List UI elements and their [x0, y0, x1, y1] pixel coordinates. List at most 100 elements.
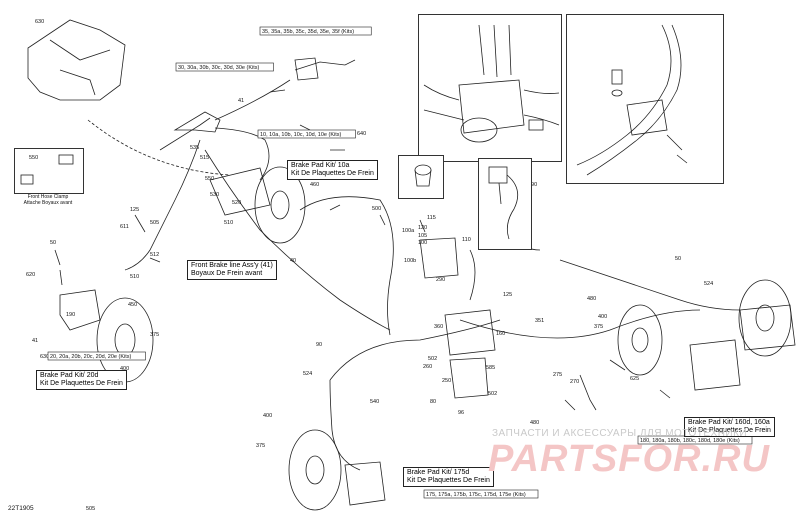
hose-fittings-inset — [566, 14, 724, 184]
callout-kit-frame — [175, 62, 274, 72]
left-brake-lever — [159, 117, 211, 151]
callout-number: 50 — [675, 256, 681, 262]
callout-number: 105 — [418, 233, 427, 239]
callout-number: 585 — [486, 365, 495, 371]
callout-kit-label: 175, 175a, 175b, 175c, 175d, 175e (Kits) — [423, 489, 539, 499]
callout-number: 100 — [418, 240, 427, 246]
callout-number: 160 — [496, 331, 505, 337]
callout-kit-text: 30, 30a, 30b, 30c, 30d, 30e (Kits) — [178, 65, 260, 71]
callout-number: 510 — [130, 274, 139, 280]
abs-inset-illustration — [423, 24, 560, 143]
rear-right-disc — [617, 304, 663, 376]
callout-number: 100b — [404, 258, 416, 264]
callout-number: 524 — [704, 281, 713, 287]
wheel-sensor-inset — [478, 158, 532, 250]
callout-number: 550 — [205, 176, 214, 182]
kit-label-160d: Brake Pad Kit/ 160d, 160a Kit De Plaquet… — [684, 417, 775, 437]
callout-number: 480 — [530, 420, 539, 426]
callout-number: 500 — [372, 206, 381, 212]
kit-label-20d: Brake Pad Kit/ 20d Kit De Plaquettes De … — [36, 370, 127, 390]
callout-number: 120 — [418, 225, 427, 231]
callout-number: 611 — [120, 224, 129, 230]
callout-number: 125 — [503, 292, 512, 298]
callout-number: 505 — [150, 220, 159, 226]
callout-number: 510 — [224, 220, 233, 226]
kit-label-175d: Brake Pad Kit/ 175d Kit De Plaquettes De… — [403, 467, 494, 487]
hose-clamp-illustration — [20, 154, 74, 185]
right-brake-lever — [294, 59, 356, 71]
callout-kit-label: 20, 20a, 20b, 20c, 20d, 20e (Kits) — [47, 351, 146, 361]
callout-kit-label: 35, 35a, 35b, 35c, 35d, 35e, 35f (Kits) — [259, 26, 372, 36]
kit-label-160d-line1: Brake Pad Kit/ 160d, 160a — [688, 419, 770, 426]
callout-number: 512 — [150, 252, 159, 258]
rear-brake-hose — [459, 309, 701, 339]
watermark-tagline: ЗАПЧАСТИ И АКСЕССУАРЫ ДЛЯ МОТОТЕХНИКИ — [492, 428, 748, 439]
master-cylinder-bracket — [27, 19, 126, 101]
callout-number: 41 — [238, 98, 244, 104]
watermark-logo: PARTSFOR.RU — [488, 438, 770, 480]
callout-kit-label: 30, 30a, 30b, 30c, 30d, 30e (Kits) — [175, 62, 274, 72]
abs-module — [419, 237, 459, 279]
callout-number: 275 — [553, 372, 562, 378]
kit-label-front-brake-line-line2: Boyaux De Frein avant — [191, 270, 263, 277]
callout-number: 100a — [402, 228, 415, 234]
callout-kit-frame — [423, 489, 539, 499]
callout-number: 524 — [303, 371, 312, 377]
callout-kit-text: 35, 35a, 35b, 35c, 35d, 35e, 35f (Kits) — [262, 29, 354, 35]
callout-number: 260 — [423, 364, 432, 370]
callout-number: 400 — [120, 366, 129, 372]
kit-label-175d-line2: Kit De Plaquettes De Frein — [407, 477, 490, 484]
kit-label-front-10a-line1: Brake Pad Kit/ 10a — [291, 162, 350, 169]
kit-label-20d-line1: Brake Pad Kit/ 20d — [40, 372, 99, 379]
callout-number: 351 — [535, 318, 544, 324]
hose-clamp-note-en: Front Hose Clamp — [27, 194, 69, 200]
front-brake-hose — [214, 79, 291, 121]
callout-number: 290 — [436, 277, 445, 283]
callout-number: 515 — [200, 155, 209, 161]
callout-number: 40 — [290, 258, 296, 264]
kit-label-160d-line2: Kit De Plaquettes De Frein — [688, 427, 771, 434]
callout-number: 80 — [430, 399, 436, 405]
callout-number: 630 — [40, 354, 49, 360]
rear-left-caliper — [344, 461, 386, 506]
front-hose-clamp-inset: 550 — [14, 148, 84, 194]
callout-number: 540 — [370, 399, 379, 405]
callout-number: 450 — [128, 302, 137, 308]
wheel-sensor-illustration — [488, 166, 519, 240]
callout-number: 50 — [50, 240, 56, 246]
callout-number: 90 — [316, 342, 322, 348]
callout-number: 505 — [86, 506, 95, 512]
callout-number: 460 — [310, 182, 319, 188]
callout-number: 502 — [428, 356, 437, 362]
hose-clamp-note-fr: Attache Boyaux avant — [23, 200, 73, 206]
callout-number: 375 — [256, 443, 265, 449]
callout-kit-text: 180, 180a, 180b, 180c, 180d, 180e (Kits) — [640, 438, 740, 444]
callout-number: 630 — [35, 19, 44, 25]
callout-number: 400 — [263, 413, 272, 419]
kit-label-20d-line2: Kit De Plaquettes De Frein — [40, 380, 123, 387]
callout-number: 250 — [442, 378, 451, 384]
callout-number: 502 — [488, 391, 497, 397]
kit-label-front-brake-line-line1: Front Brake line Ass'y (41) — [191, 262, 273, 269]
callout-number: 520 — [232, 200, 241, 206]
abs-module-inset — [418, 14, 562, 162]
callout-number: 400 — [598, 314, 607, 320]
callout-kit-text: 10, 10a, 10b, 10c, 10d, 10e (Kits) — [260, 132, 342, 138]
callout-number: 125 — [130, 207, 139, 213]
kit-label-front-10a: Brake Pad Kit/ 10a Kit De Plaquettes De … — [287, 160, 378, 180]
front-right-disc — [254, 166, 306, 244]
rear-right-caliper — [689, 339, 741, 391]
diagram-code: 22T1905 — [8, 505, 34, 512]
front-right-caliper — [209, 167, 271, 216]
callout-number: 480 — [587, 296, 596, 302]
sensor-inset — [398, 155, 444, 199]
kit-label-175d-line1: Brake Pad Kit/ 175d — [407, 469, 470, 476]
callout-number: 535 — [190, 145, 199, 151]
callout-number: 620 — [26, 272, 35, 278]
callout-kit-frame — [47, 351, 146, 361]
callout-number: 115 — [427, 215, 436, 221]
callout-number: 625 — [630, 376, 639, 382]
callout-number: 190 — [66, 312, 75, 318]
callout-number: 360 — [434, 324, 443, 330]
